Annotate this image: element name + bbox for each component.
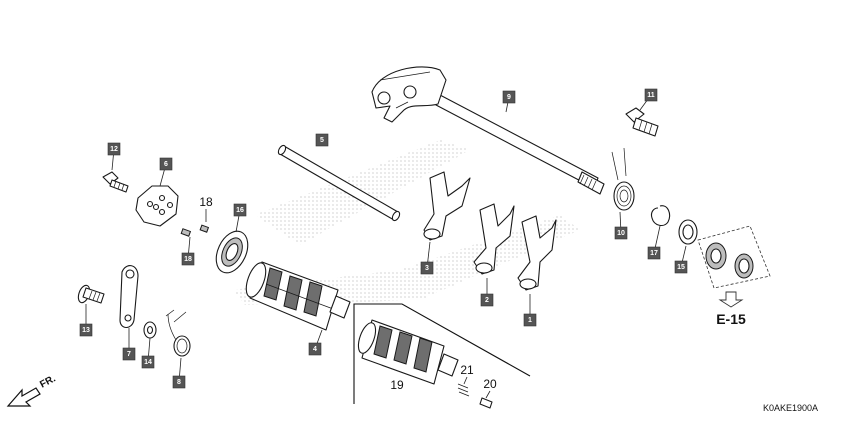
callout-number: 11 [647, 92, 655, 99]
callout-number: 4 [313, 346, 317, 353]
shift-fork-2 [473, 203, 515, 275]
return-spring [611, 147, 635, 211]
callout-box [523, 313, 537, 327]
callout-number: 9 [507, 94, 511, 101]
callout-10: 10 [614, 211, 628, 240]
callout-box [420, 261, 434, 275]
bearing-16 [215, 230, 249, 274]
part-number-label-21: 21 [460, 363, 474, 377]
callout-15: 15 [674, 245, 688, 274]
callout-14: 14 [141, 337, 155, 369]
callout-box [159, 157, 173, 171]
callout-3: 3 [420, 241, 434, 275]
callout-17: 17 [647, 225, 661, 260]
callout-number: 13 [82, 327, 90, 334]
callout-number: 8 [177, 379, 181, 386]
callout-number: 17 [650, 250, 658, 257]
callout-number: 2 [485, 297, 489, 304]
part-number-label-20: 20 [483, 377, 497, 391]
front-direction-arrow [6, 387, 41, 407]
callout-9: 9 [502, 90, 516, 113]
direction-label: FR. [38, 373, 58, 390]
callout-box [233, 203, 247, 217]
callout-8: 8 [172, 357, 186, 389]
callout-18: 18 [181, 236, 195, 266]
callout-box [141, 355, 155, 369]
reference-group [697, 225, 771, 308]
callout-4: 4 [308, 329, 323, 356]
shift-fork-3 [423, 171, 471, 241]
stopper-spring [165, 309, 191, 357]
circlip-17 [650, 205, 671, 227]
washer-14 [143, 321, 157, 339]
drum-center-plate [135, 185, 179, 227]
callout-box [647, 246, 661, 260]
part-number-label-18: 18 [199, 195, 213, 209]
bolt-13 [77, 284, 105, 304]
callout-1: 1 [523, 294, 537, 327]
diagram-code: K0AKE1900A [763, 403, 818, 413]
callout-box [480, 293, 494, 307]
callout-5: 5 [315, 133, 329, 147]
callout-number: 16 [236, 207, 244, 214]
callout-number: 5 [320, 137, 324, 144]
callout-box [181, 252, 195, 266]
part-number-label-19: 19 [390, 378, 404, 392]
bolt-12 [102, 171, 129, 193]
callout-number: 15 [677, 264, 685, 271]
callout-box [172, 375, 186, 389]
callout-box [502, 90, 516, 104]
callout-box [315, 133, 329, 147]
shift-drum [245, 261, 351, 331]
callout-number: 1 [528, 317, 532, 324]
callout-12: 12 [107, 142, 121, 171]
washer-15 [678, 219, 698, 245]
callout-box [674, 260, 688, 274]
gearshift-spindle [371, 66, 605, 195]
callout-13: 13 [79, 304, 93, 337]
label-leader [485, 390, 491, 399]
callout-number: 10 [617, 230, 625, 237]
stopper-arm [119, 265, 139, 329]
reference-label: E-15 [716, 311, 746, 327]
callout-box [644, 88, 658, 102]
callout-box [614, 226, 628, 240]
dowel-pins-18 [180, 224, 210, 237]
callout-6: 6 [159, 157, 173, 187]
shift-fork-1 [517, 215, 557, 291]
inset-detail [353, 303, 531, 409]
callout-box [79, 323, 93, 337]
bolt-11 [625, 107, 659, 137]
callout-number: 6 [164, 161, 168, 168]
label-leader [463, 376, 468, 385]
callout-box [308, 342, 322, 356]
callout-number: 12 [110, 146, 118, 153]
callout-number: 3 [425, 265, 429, 272]
callout-number: 18 [184, 256, 192, 263]
callout-number: 14 [144, 359, 152, 366]
callout-box [107, 142, 121, 156]
callout-16: 16 [233, 203, 247, 233]
callout-box [122, 347, 136, 361]
callout-11: 11 [639, 88, 658, 111]
callout-7: 7 [122, 328, 136, 361]
callout-2: 2 [480, 278, 494, 307]
shift-fork-shaft [277, 144, 401, 222]
callout-number: 7 [127, 351, 131, 358]
